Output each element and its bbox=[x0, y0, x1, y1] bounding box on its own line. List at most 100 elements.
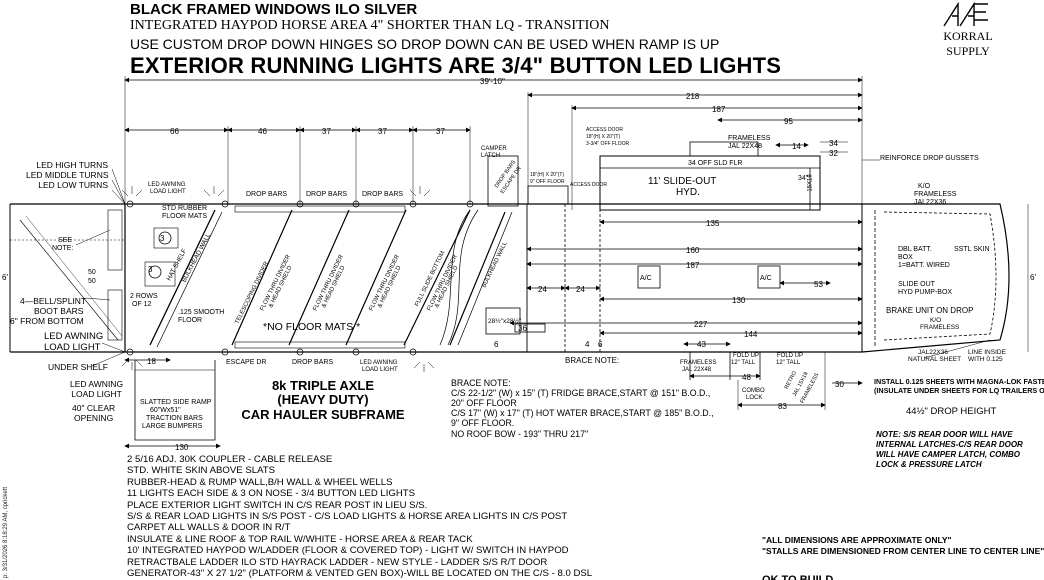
dim-6a: 6 bbox=[494, 340, 499, 349]
rear-door-3: WILL HAVE CAMPER LATCH, COMBO bbox=[876, 450, 1020, 459]
label-see-note-2: NOTE: bbox=[52, 245, 73, 252]
label-ko2-1: K/O bbox=[930, 317, 941, 324]
brace-line-5: NO ROOF BOW - 193" THRU 217" bbox=[451, 428, 589, 439]
clear-opening-1: 40" CLEAR bbox=[72, 403, 116, 413]
label-drop-bars-1: DROP BARS bbox=[246, 191, 287, 198]
label-access-door-3: 3-3/4" OFF FLOOR bbox=[586, 141, 630, 147]
led-awning-low-2: LOAD LIGHT bbox=[71, 388, 122, 399]
dim-43: 43 bbox=[697, 340, 706, 349]
dim-34: 34 bbox=[829, 139, 838, 148]
disclaimer-1: "ALL DIMENSIONS ARE APPROXIMATE ONLY" bbox=[762, 535, 952, 545]
spec-line: CARPET ALL WALLS & DOOR IN R/T bbox=[127, 522, 291, 534]
label-ac2: A/C bbox=[760, 275, 772, 282]
label-access-door2-1: ACCESS DOOR bbox=[570, 182, 607, 188]
label-two-rows-2: OF 12 bbox=[132, 301, 152, 308]
spec-line: RETRACTBALE LADDER ILO STD HAYRACK LADDE… bbox=[127, 556, 548, 568]
label-ko1-1: K/O bbox=[918, 183, 931, 190]
label-line-inside-2: WITH 0.125 bbox=[968, 356, 1003, 363]
label-frameless-2: JAL 22X48 bbox=[728, 143, 762, 150]
label-smooth-floor-2: FLOOR bbox=[178, 317, 202, 324]
label-drop-bars-3: DROP BARS bbox=[362, 191, 403, 198]
label-wheel-3b: 3 bbox=[160, 234, 165, 243]
spec-line: GENERATOR-43" X 27 1/2" (PLATFORM & VENT… bbox=[127, 568, 593, 579]
header-line-3: USE CUSTOM DROP DOWN HINGES SO DROP DOWN… bbox=[130, 36, 720, 52]
bell-splint-3: 6" FROM BOTTOM bbox=[10, 316, 84, 327]
spec-line: S/S & REAR LOAD LIGHTS IN S/S POST - C/S… bbox=[127, 511, 568, 522]
brace-title: BRACE NOTE: bbox=[451, 378, 511, 388]
led-awning-left-1: LED AWNING bbox=[44, 331, 104, 342]
logo-line-1: KORRAL bbox=[943, 29, 993, 43]
label-led-load2-1: LED AWNING bbox=[148, 182, 186, 188]
label-combo-lock-2: LOCK bbox=[746, 395, 762, 401]
header-line-4: EXTERIOR RUNNING LIGHTS ARE 3/4" BUTTON … bbox=[130, 53, 782, 78]
label-dbl-batt-2: BOX bbox=[898, 254, 913, 261]
trailer-nose bbox=[861, 203, 1010, 353]
spec-line: RUBBER-HEAD & RUMP WALL,B/H WALL & WHEEL… bbox=[127, 476, 393, 488]
label-slide-pump-2: HYD PUMP-BOX bbox=[898, 289, 952, 296]
label-jal22x36-2: NATURAL SHEET bbox=[908, 356, 961, 363]
led-low-turns: LED LOW TURNS bbox=[38, 180, 108, 191]
brace-line-1: C/S 22-1/2" (W) x 15" (T) FRIDGE BRACE,S… bbox=[451, 388, 711, 399]
dim-18: 18 bbox=[147, 357, 156, 366]
label-see-note-1: SEE bbox=[58, 237, 72, 244]
label-smooth-floor-1: .125 SMOOTH bbox=[178, 309, 224, 316]
label-reinforce: REINFORCE DROP GUSSETS bbox=[880, 155, 979, 162]
dim-37c: 37 bbox=[436, 127, 445, 136]
label-fold-up1-2: 12" TALL bbox=[731, 360, 756, 366]
label-wheel-3a: 3 bbox=[148, 265, 153, 274]
led-awning-callout: LED AWNING LOAD LIGHT bbox=[44, 331, 104, 354]
led-awning-low-callout: LED AWNING LOAD LIGHT bbox=[70, 379, 124, 400]
label-combo-lock-1: COMBO bbox=[742, 388, 765, 394]
label-fold-up2-2: 12" TALL bbox=[776, 360, 801, 366]
dim-24b: 24 bbox=[576, 285, 585, 294]
dim-83: 83 bbox=[778, 402, 787, 411]
dim-130b: 130 bbox=[175, 443, 189, 452]
brace-line-3: C/S 17" (W) x 17" (T) HOT WATER BRACE,ST… bbox=[451, 408, 714, 419]
plot-stamp: p. 3/31/2026 8:18:29 AM, cprickett bbox=[3, 486, 9, 578]
label-led-load-2: LOAD LIGHT bbox=[362, 367, 398, 373]
logo-line-2: SUPPLY bbox=[946, 44, 990, 58]
label-slatted-4: LARGE BUMPERS bbox=[142, 423, 203, 430]
dim-14: 14 bbox=[792, 142, 801, 151]
dim-30: 30 bbox=[835, 380, 844, 389]
label-fifty-1: 50 bbox=[88, 269, 96, 276]
label-slide-15x18: 15X18 bbox=[807, 174, 814, 192]
dim-37a: 37 bbox=[322, 127, 331, 136]
label-slatted-3: TRACTION BARS bbox=[146, 415, 203, 422]
dim-37b: 37 bbox=[378, 127, 387, 136]
bell-splint-callout: 4—BELL/SPLINT BOOT BARS 6" FROM BOTTOM bbox=[10, 296, 87, 327]
label-slideout-1: 11' SLIDE-OUT bbox=[648, 176, 716, 187]
label-ac1: A/C bbox=[640, 275, 652, 282]
dim-6-left: 6' bbox=[2, 273, 8, 282]
spec-line: PLACE EXTERIOR LIGHT SWITCH IN C/S REAR … bbox=[127, 499, 428, 511]
label-slatted-1: SLATTED SIDE RAMP bbox=[140, 399, 212, 406]
dim-48: 48 bbox=[742, 373, 751, 382]
dim-187: 187 bbox=[712, 105, 726, 114]
install-note: INSTALL 0.125 SHEETS WITH MAGNA-LOK FAST… bbox=[874, 377, 1044, 396]
dim-4: 4 bbox=[585, 340, 590, 349]
label-access-door-2: 18"(H) X 20"(T) bbox=[586, 134, 620, 140]
label-access-door2-3: 9" OFF FLOOR bbox=[530, 179, 565, 185]
label-escape-dr: ESCAPE DR bbox=[226, 359, 266, 366]
label-slide-floor: 34 OFF SLD FLR bbox=[688, 160, 742, 167]
dim-24a: 24 bbox=[538, 285, 547, 294]
label-access-door2-2: 18"(H) X 20"(T) bbox=[530, 172, 564, 178]
label-fold-up2-1: FOLD UP bbox=[777, 353, 803, 359]
label-drop-bars-4: DROP BARS bbox=[292, 359, 333, 366]
label-sstl-skin: SSTL SKIN bbox=[954, 246, 990, 253]
header-line-2: INTEGRATED HAYPOD HORSE AREA 4" SHORTER … bbox=[130, 18, 610, 33]
subframe-line-2: (HEAVY DUTY) bbox=[277, 392, 369, 408]
label-dbl-batt-3: 1=BATT. WIRED bbox=[898, 262, 950, 269]
label-slideout-2: HYD. bbox=[676, 187, 700, 198]
label-no-floor-mats: *NO FLOOR MATS * bbox=[263, 321, 361, 333]
rear-door-4: LOCK & PRESSURE LATCH bbox=[876, 460, 982, 469]
bell-splint-1: 4—BELL/SPLINT bbox=[20, 296, 87, 306]
led-awning-low-1: LED AWNING bbox=[70, 379, 124, 389]
dim-6b: 6 bbox=[598, 340, 603, 349]
led-turns-callout: LED HIGH TURNS LED MIDDLE TURNS LED LOW … bbox=[26, 160, 109, 191]
label-frameless-lower-2: JAL 22X48 bbox=[682, 367, 712, 373]
brace-note-block: BRACE NOTE: C/S 22-1/2" (W) x 15" (T) FR… bbox=[451, 378, 714, 439]
label-jal22x36-1: JAL22X36 bbox=[918, 349, 948, 356]
dim-144: 144 bbox=[744, 330, 758, 339]
label-dbl-batt-1: DBL BATT. bbox=[898, 246, 932, 253]
